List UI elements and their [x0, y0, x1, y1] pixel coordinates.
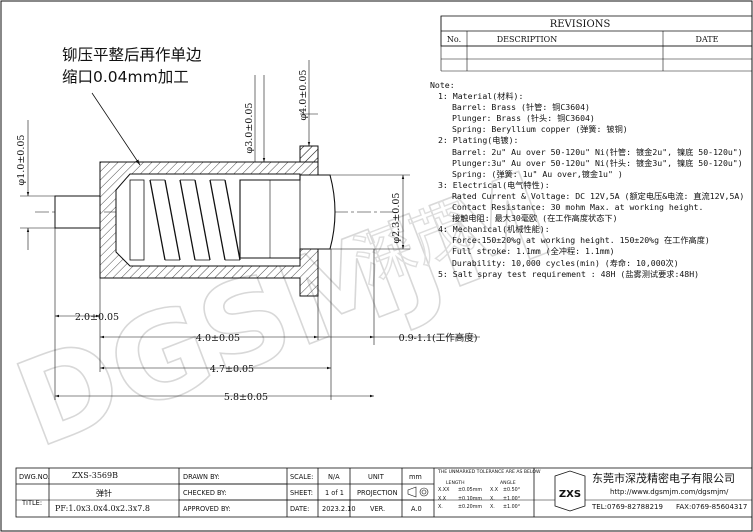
note-line: Plunger:3u" Au over 50-120u" Ni(针头: 镀金3u… — [452, 157, 743, 168]
projection-symbol — [407, 486, 429, 498]
dwg-no-value: ZXS-3569B — [72, 471, 118, 480]
dwg-no-label: DWG.NO. — [19, 473, 50, 481]
dim-tail-length: 2.0±0.05 — [75, 312, 119, 323]
note-line: Barrel: 2u" Au over 50-120u" Ni(针管: 镀金2u… — [452, 146, 743, 157]
revisions-table: REVISIONS No. DESCRIPTION DATE — [440, 15, 753, 72]
tolerance-cell: X.XX — [438, 488, 450, 493]
title-cn: 弹针 — [96, 489, 112, 498]
date-value: 2023.2.10 — [322, 505, 356, 513]
revisions-title: REVISIONS — [550, 19, 611, 30]
dim-plunger-diameter: φ2.3±0.05 — [391, 193, 402, 244]
note-line: Force:150±20%g at working height. 150±20… — [452, 235, 710, 246]
note-leader-line — [91, 92, 141, 166]
notes-title: Note: — [430, 80, 455, 90]
dim-total-length: 5.8±0.05 — [224, 392, 268, 403]
title-spec: PF:1.0x3.0x4.0x2.3x7.8 — [55, 504, 151, 513]
company-web: http://www.dgsmjm.com/dgsmjm/ — [610, 488, 729, 496]
note-line: Full stroke: 1.1mm (全冲程: 1.1mm) — [452, 246, 615, 257]
tolerance-cell: X. — [438, 505, 443, 510]
sheet-label: SHEET: — [290, 489, 314, 497]
pogo-pin-section — [54, 145, 336, 297]
ver-label: VER. — [370, 505, 386, 513]
tolerance-cell: ±1.00° — [503, 496, 521, 502]
title-label: TITLE: — [22, 499, 43, 507]
tolerance-cell: X. — [490, 505, 495, 510]
approved-by-label: APPROVED BY: — [183, 505, 231, 513]
dim-tail-diameter: φ1.0±0.05 — [16, 135, 27, 186]
scale-label: SCALE: — [290, 473, 314, 481]
note-line: Rated Current & Voltage: DC 12V,5A (额定电压… — [452, 190, 745, 201]
tolerance-cell: X. — [490, 496, 495, 502]
riveting-note-line1: 铆压平整后再作单边 — [62, 46, 202, 64]
tolerance-cell: ±0.10mm — [458, 496, 483, 502]
tolerance-cell: ±0.20mm — [458, 505, 483, 510]
note-line: Spring: (弹簧: 1u" Au over,镀金1u" ) — [452, 168, 623, 179]
tolerance-cell: ±0.50° — [503, 488, 521, 493]
note-line: Barrel: Brass (针管: 铜C3604) — [452, 102, 590, 113]
note-line: Contact Resistance: 30 mohm Max. at work… — [452, 202, 704, 213]
note-line: 1: Material(材料): — [438, 91, 524, 102]
tolerance-cell: X.X — [490, 488, 499, 493]
ver-value: A.0 — [411, 505, 422, 513]
note-line: Durability: 10,000 cycles(min) (寿命: 10,0… — [452, 257, 679, 268]
drawn-by-label: DRAWN BY: — [183, 473, 220, 481]
tolerance-angle-header: ANGLE — [500, 481, 516, 486]
note-line: 5: Salt spray test requirement : 48H (盐雾… — [438, 268, 700, 279]
riveting-note-line2: 缩口0.04mm加工 — [62, 68, 189, 86]
company-logo: ZXS — [554, 470, 586, 512]
dim-body-length: 4.0±0.05 — [196, 333, 240, 344]
dim-working-height: 0.9-1.1(工作高度) — [399, 332, 478, 344]
technical-notes: Note: 1: Material(材料):Barrel: Brass (针管:… — [430, 80, 744, 280]
company-fax: FAX:0769-85604317 — [676, 503, 748, 511]
dim-barrel-diameter: φ3.0±0.05 — [244, 103, 255, 154]
note-line: 3: Electrical(电气特性): — [438, 179, 550, 190]
revisions-col-no: No. — [447, 35, 461, 44]
dim-flange-diameter: φ4.0±0.05 — [298, 70, 309, 121]
note-line: 接触电阻: 最大30毫欧 (在工作高度状态下) — [452, 213, 618, 224]
note-line: Plunger: Brass (针头: 铜C3604) — [452, 113, 595, 124]
company-name: 东莞市深茂精密电子有限公司 — [592, 472, 735, 485]
note-line: 4: Mechanical(机械性能): — [438, 224, 550, 235]
date-label: DATE: — [290, 505, 310, 513]
note-line: Spring: Beryllium copper (弹簧: 铍铜) — [452, 124, 628, 135]
unit-value: mm — [409, 473, 422, 481]
scale-value: N/A — [328, 473, 340, 481]
company-logo-text: ZXS — [559, 489, 581, 500]
revisions-col-description: DESCRIPTION — [497, 35, 557, 44]
tolerance-cell: ±0.05mm — [458, 488, 483, 493]
tolerance-title: THE UNMARKED TOLERANCE ARE AS BELOW — [438, 470, 541, 475]
revisions-col-date: DATE — [696, 35, 719, 44]
sheet-value: 1 of 1 — [325, 489, 344, 497]
checked-by-label: CHECKED BY: — [183, 489, 227, 497]
tolerance-cell: ±1.00° — [503, 505, 521, 510]
note-line: 2: Plating(电镀): — [438, 135, 519, 146]
dim-mid-length: 4.7±0.05 — [210, 364, 254, 375]
company-tel: TEL:0769-82788219 — [592, 503, 663, 511]
riveting-note: 铆压平整后再作单边 缩口0.04mm加工 — [62, 44, 202, 88]
tolerance-cell: X.X — [438, 496, 447, 502]
tolerance-length-header: LENGTH — [446, 481, 465, 486]
projection-label: PROJECTION — [357, 489, 398, 497]
unit-label: UNIT — [368, 473, 384, 481]
title-block — [15, 467, 753, 518]
